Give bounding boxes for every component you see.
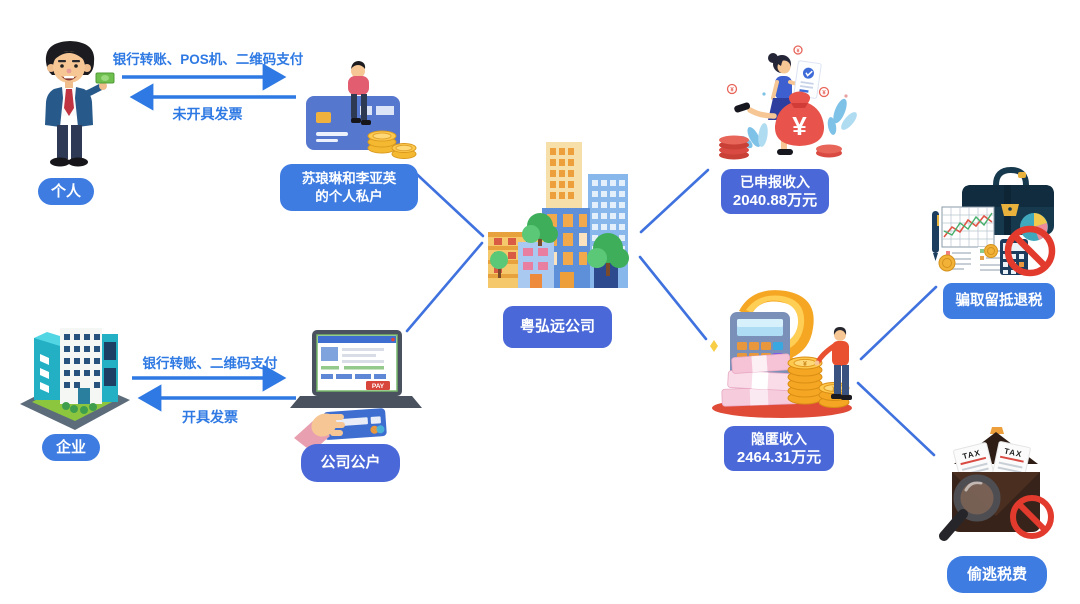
red-coins-icon [719,135,842,160]
svg-text:PAY: PAY [372,383,385,390]
company-account-label: 公司公户 [301,444,400,482]
personal-card-icon [306,61,417,159]
connector-hidden-income-to-tax-evasion [856,381,936,457]
company-label: 粤弘远公司 [503,306,612,348]
money-bag-icon: ¥ [774,91,825,146]
cash-icon [95,72,115,84]
flow-text-no-invoice: 未开具发票 [172,106,243,122]
flow-text-invoice-issued: 开具发票 [182,409,238,425]
connector-company-to-hidden-income [638,255,708,341]
sitting-person-icon [348,61,371,125]
company-buildings-icon [488,142,629,288]
businessman-icon [45,41,115,167]
svg-text:¥: ¥ [822,91,826,97]
yuan-badge-icon: ¥ [793,45,803,55]
tree-icon [587,233,629,276]
yuan-badge-icon: ¥ [726,83,738,95]
svg-text:¥: ¥ [730,88,734,94]
leaves-icon [739,98,857,149]
flow-text-bank-pos-qr: 银行转账、POS机、二维码支付 [112,52,304,67]
standing-person-icon [814,327,852,400]
svg-text:¥: ¥ [792,111,807,141]
connector-hidden-income-to-refund-fraud [859,285,938,361]
svg-text:TAX: TAX [962,448,982,461]
tree-icon [522,213,558,246]
yuan-badge-icon: ¥ [818,86,830,98]
laptop-payment-icon: PAY [290,330,422,452]
prohibition-icon [1004,225,1056,277]
cash-stack-icon [721,353,799,407]
enterprise-building-icon [20,328,130,430]
connector-personal-account-to-company [406,164,485,238]
magnifier-icon [939,474,1001,541]
pay-button-icon: PAY [366,381,390,390]
tax-evasion-label: 偷逃税费 [947,556,1047,593]
refund-fraud-icon [932,166,1056,277]
gold-coins-icon [367,130,417,159]
hidden-income-label: 隐匿收入 2464.31万元 [724,426,834,471]
gold-coin-icon [938,244,998,272]
tax-evasion-icon: TAX TAX [939,427,1054,541]
envelope-clasp-icon [990,427,1004,434]
declared-income-icon: ¥ ¥ ¥ ¥ [719,45,857,160]
refund-fraud-label: 骗取留抵退税 [943,283,1055,319]
svg-text:¥: ¥ [803,361,807,368]
spreadsheet-icon [941,206,995,248]
connector-company-to-declared-income [639,168,710,234]
prohibition-icon [1010,495,1054,539]
hidden-income-icon: ¥ ¥ [710,290,852,418]
card-chip-icon [316,112,331,123]
pen-icon [932,211,939,261]
flow-text-bank-qr: 银行转账、二维码支付 [142,356,278,371]
svg-text:¥: ¥ [796,49,800,55]
enterprise-label: 企业 [42,434,100,461]
tree-icon [490,251,508,278]
individual-label: 个人 [38,178,94,205]
declared-income-label: 已申报收入 2040.88万元 [721,169,829,214]
svg-text:TAX: TAX [1003,447,1023,460]
connector-company-account-to-company [405,241,484,333]
personal-account-label: 苏琅琳和李亚英 的个人私户 [280,164,418,211]
